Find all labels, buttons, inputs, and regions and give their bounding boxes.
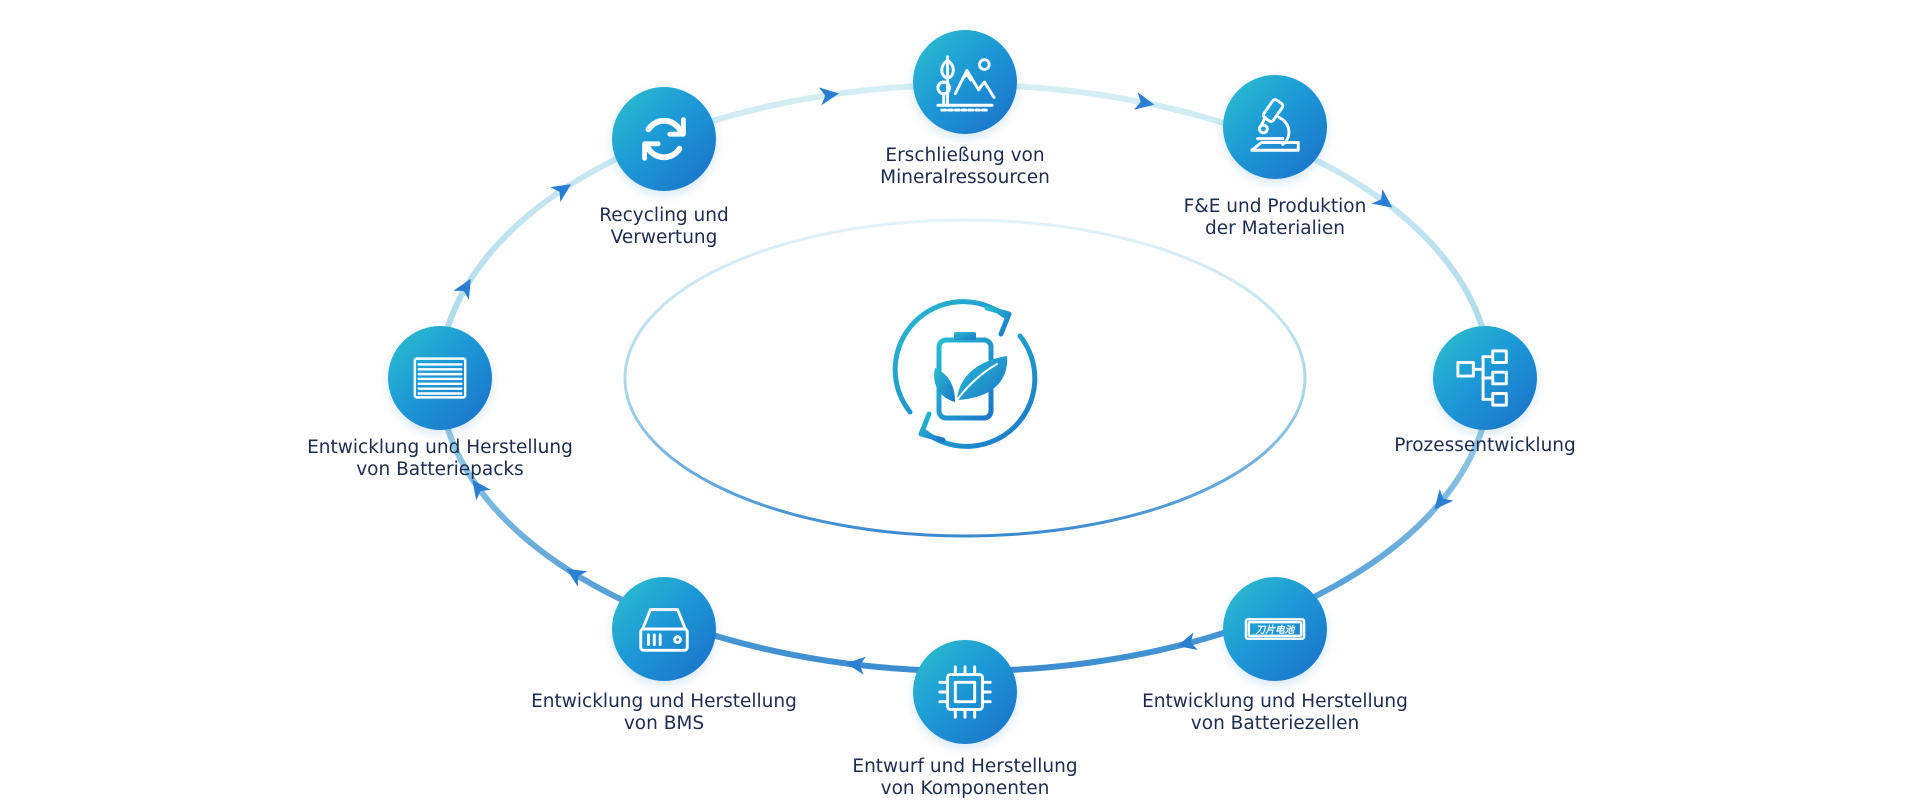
cycle-arrow-icon-3 xyxy=(1434,489,1454,510)
step-components-node xyxy=(913,640,1017,744)
step-mineral-resources-node xyxy=(913,30,1017,134)
step-materials-node xyxy=(1223,75,1327,179)
step-recycling-node xyxy=(612,87,716,191)
cycle-arrow-icon-0 xyxy=(818,87,839,106)
cycle-arrows xyxy=(453,87,1454,675)
step-components-label: Entwurf und Herstellung von Komponenten xyxy=(852,756,1078,799)
step-battery-cells-label: Entwicklung und Herstellung von Batterie… xyxy=(1142,691,1408,734)
cycle-arrow-icon-1 xyxy=(1133,92,1155,110)
battery-pack-icon xyxy=(413,357,467,399)
microscope-icon xyxy=(1250,98,1300,152)
step-bms-label: Entwicklung und Herstellung von BMS xyxy=(531,691,797,734)
step-recycling-label: Recycling und Verwertung xyxy=(599,205,729,248)
step-battery-packs-label: Entwicklung und Herstellung von Batterie… xyxy=(307,437,573,480)
blade-battery-icon-text: 刀片电池 xyxy=(1255,624,1296,636)
step-battery-cells-node: 刀片电池 xyxy=(1223,577,1327,681)
cycle-arrow-icon-9 xyxy=(550,184,572,203)
step-mineral-resources-label: Erschließung von Mineralressourcen xyxy=(880,145,1050,188)
cycle-arrow-icon-4 xyxy=(1177,632,1198,650)
process-flow-icon xyxy=(1456,349,1508,407)
cycle-arrow-icon-8 xyxy=(453,278,471,300)
blade-battery-icon: 刀片电池 xyxy=(1244,618,1306,640)
cycle-arrow-icon-6 xyxy=(566,568,588,587)
step-process-node xyxy=(1433,326,1537,430)
cycle-arrow-icon-5 xyxy=(845,656,866,675)
step-materials-label: F&E und Produktion der Materialien xyxy=(1183,196,1367,239)
step-process-label: Prozessentwicklung xyxy=(1394,435,1576,456)
recycle-arrows-icon xyxy=(642,117,686,161)
bms-device-icon xyxy=(639,608,689,652)
cycle-arrow-icon-2 xyxy=(1371,189,1393,208)
inner-ring xyxy=(623,218,1307,538)
battery-leaf-cycle-icon xyxy=(892,299,1038,449)
mountain-forest-icon xyxy=(936,55,996,112)
cycle-arrow-icon-7 xyxy=(472,479,491,501)
step-battery-packs-node xyxy=(388,326,492,430)
step-bms-node xyxy=(612,577,716,681)
chip-icon xyxy=(938,665,992,719)
